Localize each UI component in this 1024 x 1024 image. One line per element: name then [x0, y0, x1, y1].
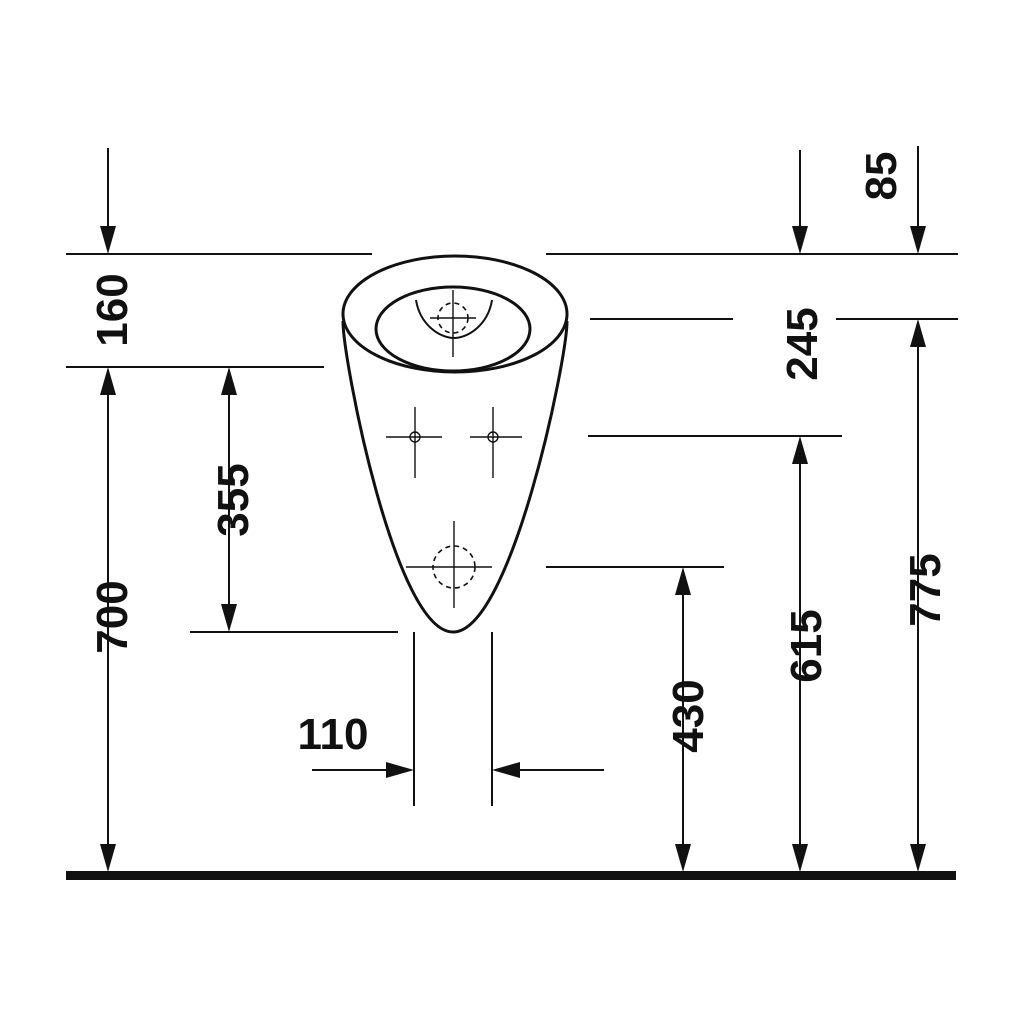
- fixing-holes: [386, 407, 522, 478]
- dim-label-700: 700: [88, 580, 137, 653]
- arrow-down-icon: [910, 226, 926, 254]
- arrow-down-icon: [792, 844, 808, 872]
- dim-label-110: 110: [298, 710, 369, 759]
- arrow-down-icon: [100, 226, 116, 254]
- arrow-down-icon: [910, 844, 926, 872]
- arrow-up-icon: [221, 367, 237, 395]
- dim-label-430: 430: [664, 679, 713, 752]
- arrow-up-icon: [792, 436, 808, 464]
- dim-label-615: 615: [782, 609, 831, 682]
- arrow-down-icon: [221, 604, 237, 632]
- urinal-bowl-inner: [374, 285, 532, 373]
- fixing-hole-right-icon: [487, 431, 499, 443]
- urinal-rim: [341, 254, 569, 374]
- dim-label-355: 355: [209, 463, 258, 536]
- arrow-down-icon: [675, 844, 691, 872]
- dim-label-85: 85: [857, 152, 906, 201]
- outlet: [406, 521, 492, 608]
- arrow-up-icon: [675, 567, 691, 595]
- arrow-down-icon: [100, 844, 116, 872]
- arrow-up-icon: [910, 319, 926, 347]
- urinal-outline: [341, 320, 569, 634]
- dim-label-160: 160: [88, 273, 137, 346]
- urinal-body: [341, 254, 569, 634]
- arrow-left-icon: [492, 762, 520, 778]
- flush-spreader: [415, 299, 493, 340]
- extension-lines: [66, 253, 958, 806]
- arrow-heads: [100, 226, 926, 872]
- fixing-hole-left-icon: [409, 431, 421, 443]
- arrow-right-icon: [386, 762, 414, 778]
- arrow-down-icon: [792, 226, 808, 254]
- arrow-up-icon: [100, 367, 116, 395]
- floor-line: [66, 871, 956, 880]
- dimension-labels: 85 160 245 355 700 775 615 430 110: [88, 152, 950, 759]
- dimension-lines: [107, 146, 919, 850]
- dim-label-775: 775: [901, 553, 950, 626]
- dim-label-245: 245: [778, 307, 827, 380]
